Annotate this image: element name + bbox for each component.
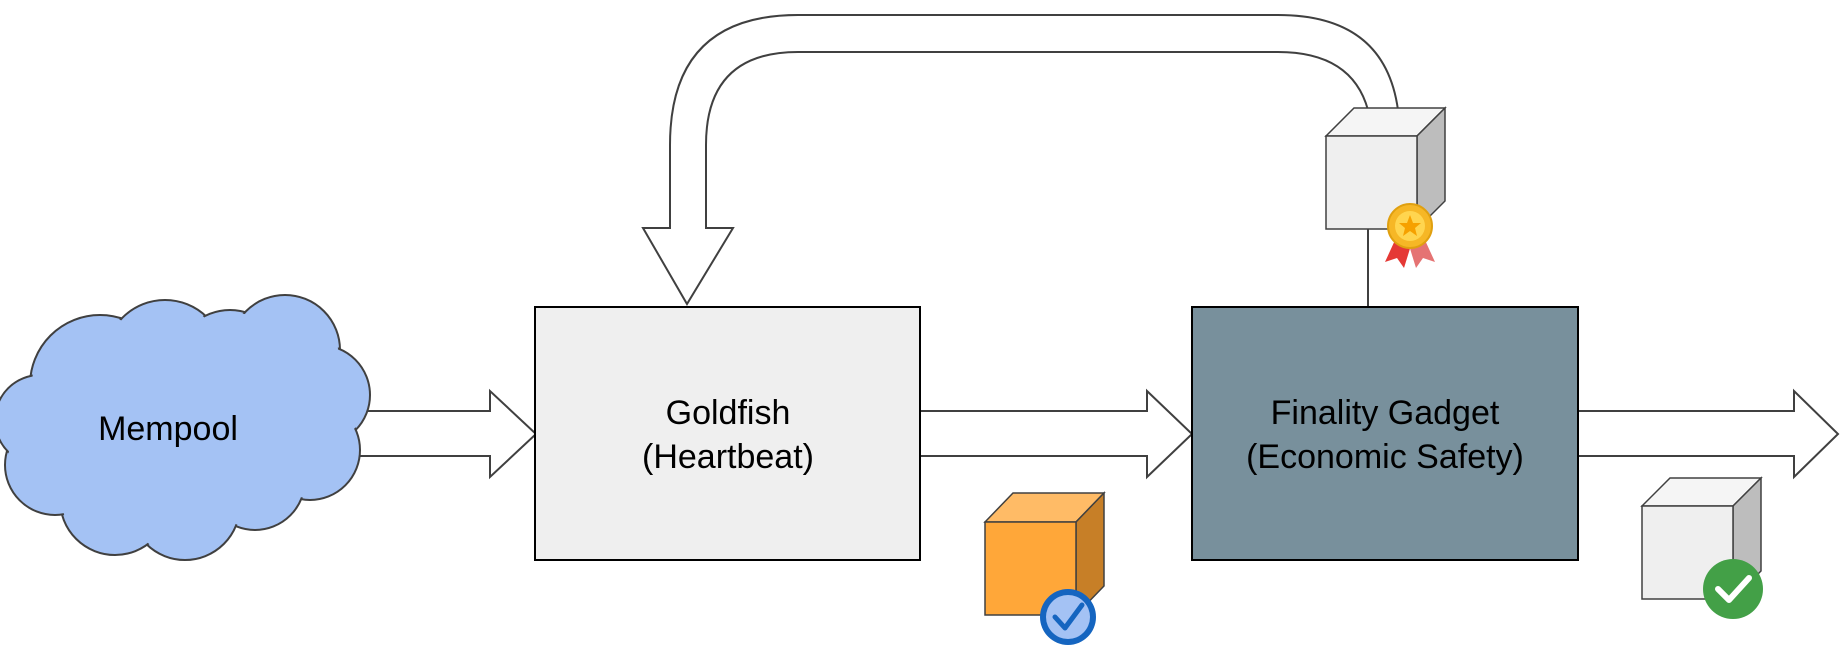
mempool-label: Mempool [98, 410, 238, 448]
green-check-icon [1703, 559, 1763, 619]
goldfish-box [534, 306, 921, 561]
arrow-finality-to-output [1577, 388, 1840, 480]
finality-gadget-box [1191, 306, 1579, 561]
mempool-cloud [0, 294, 371, 561]
goldfish-title: Goldfish [666, 394, 791, 432]
medal-icon [1385, 203, 1435, 268]
arrow-mempool-to-goldfish [339, 388, 538, 480]
orange-block-icon [983, 491, 1106, 617]
finality-gadget-title: Finality Gadget [1271, 394, 1500, 432]
goldfish-subtitle: (Heartbeat) [642, 438, 814, 476]
finality-gadget-subtitle: (Economic Safety) [1246, 438, 1524, 476]
arrow-goldfish-to-finality [919, 388, 1194, 480]
blue-check-icon [1040, 589, 1096, 645]
feedback-loop-arrow [641, 14, 1399, 307]
